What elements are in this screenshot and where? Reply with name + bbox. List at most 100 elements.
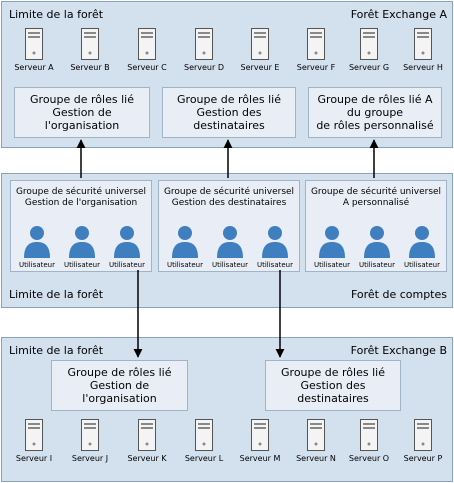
user-icon xyxy=(409,226,435,258)
user-icon xyxy=(172,226,198,258)
server-name: Serveur J xyxy=(71,454,109,463)
user-icon xyxy=(364,226,390,258)
forest-name-label: Forêt Exchange A xyxy=(350,8,447,21)
forest-exchange-b: Limite de la forêt Forêt Exchange B Grou… xyxy=(1,337,453,482)
server-icon xyxy=(195,28,213,60)
user-icon xyxy=(262,226,288,258)
server: Serveur P xyxy=(395,419,451,464)
user-icon xyxy=(319,226,345,258)
role-group-recipient-management: Groupe de rôles lié Gestion des destinat… xyxy=(265,360,401,411)
security-group-recipient-management: Groupe de sécurité universel Gestion des… xyxy=(158,180,300,272)
server-icon xyxy=(360,419,378,451)
user: Utilisateur xyxy=(60,225,104,270)
user-label: Utilisateur xyxy=(166,261,203,269)
user-row: Utilisateur Utilisateur Utilisateur xyxy=(11,225,151,273)
forest-exchange-a: Limite de la forêt Forêt Exchange A Serv… xyxy=(1,1,453,148)
server-name: Serveur A xyxy=(14,63,54,72)
user-row: Utilisateur Utilisateur Utilisateur xyxy=(159,225,299,273)
server-name: Serveur N xyxy=(296,454,336,463)
role-group-org-management: Groupe de rôles lié Gestion de l'organis… xyxy=(51,360,188,411)
server: Serveur C xyxy=(119,28,175,73)
server-icon xyxy=(195,419,213,451)
server-row: Serveur A Serveur B Serveur C Serveur D … xyxy=(2,28,452,76)
role-group-label: Groupe de rôles lié Gestion de l'organis… xyxy=(30,93,134,132)
server-name: Serveur K xyxy=(127,454,167,463)
user: Utilisateur xyxy=(15,225,59,270)
user-label: Utilisateur xyxy=(403,261,440,269)
user-label: Utilisateur xyxy=(313,261,350,269)
user: Utilisateur xyxy=(253,225,297,270)
user-label: Utilisateur xyxy=(211,261,248,269)
user-label: Utilisateur xyxy=(18,261,55,269)
server: Serveur I xyxy=(6,419,62,464)
server-icon xyxy=(251,419,269,451)
server-icon xyxy=(307,28,325,60)
user-label: Utilisateur xyxy=(108,261,145,269)
role-group-label: Groupe de rôles lié Gestion des destinat… xyxy=(177,93,281,132)
security-group-label: Groupe de sécurité universel A personnal… xyxy=(310,187,442,208)
forest-boundary-label: Limite de la forêt xyxy=(9,8,104,21)
server: Serveur D xyxy=(176,28,232,73)
user-label: Utilisateur xyxy=(63,261,100,269)
server-icon xyxy=(81,28,99,60)
server: Serveur H xyxy=(395,28,451,73)
role-group-org-management: Groupe de rôles lié Gestion de l'organis… xyxy=(14,87,150,138)
role-group-custom-a: Groupe de rôles lié A du groupe de rôles… xyxy=(308,87,442,138)
forest-boundary-label: Limite de la forêt xyxy=(9,344,104,357)
role-group-recipient-management: Groupe de rôles lié Gestion des destinat… xyxy=(162,87,296,138)
server: Serveur E xyxy=(232,28,288,73)
server-name: Serveur L xyxy=(184,454,224,463)
user-icon xyxy=(24,226,50,258)
server-icon xyxy=(360,28,378,60)
server-name: Serveur I xyxy=(15,454,53,463)
server: Serveur L xyxy=(176,419,232,464)
server-icon xyxy=(25,419,43,451)
user: Utilisateur xyxy=(208,225,252,270)
security-group-label: Groupe de sécurité universel Gestion de … xyxy=(15,187,147,208)
server-name: Serveur O xyxy=(348,454,390,463)
forest-accounts: Groupe de sécurité universel Gestion de … xyxy=(1,173,453,308)
role-group-label: Groupe de rôles lié A du groupe de rôles… xyxy=(316,93,434,132)
user-label: Utilisateur xyxy=(358,261,395,269)
server: Serveur G xyxy=(341,28,397,73)
user-icon xyxy=(114,226,140,258)
user-row: Utilisateur Utilisateur Utilisateur xyxy=(306,225,446,273)
server-name: Serveur H xyxy=(403,63,443,72)
security-group-org-management: Groupe de sécurité universel Gestion de … xyxy=(10,180,152,272)
security-group-custom-a: Groupe de sécurité universel A personnal… xyxy=(305,180,447,272)
server-name: Serveur E xyxy=(240,63,280,72)
forest-boundary-label: Limite de la forêt xyxy=(9,288,104,301)
server: Serveur K xyxy=(119,419,175,464)
security-group-label: Groupe de sécurité universel Gestion des… xyxy=(163,187,295,208)
server: Serveur M xyxy=(232,419,288,464)
role-group-label: Groupe de rôles lié Gestion de l'organis… xyxy=(67,366,172,405)
server-icon xyxy=(251,28,269,60)
server-name: Serveur M xyxy=(239,454,281,463)
server-name: Serveur D xyxy=(183,63,224,72)
user: Utilisateur xyxy=(105,225,149,270)
server-name: Serveur P xyxy=(403,454,443,463)
forest-name-label: Forêt de comptes xyxy=(350,288,447,301)
server-row: Serveur I Serveur J Serveur K Serveur L … xyxy=(2,419,452,467)
server: Serveur F xyxy=(288,28,344,73)
server-icon xyxy=(414,419,432,451)
user: Utilisateur xyxy=(310,225,354,270)
server: Serveur B xyxy=(62,28,118,73)
server-icon xyxy=(307,419,325,451)
server-icon xyxy=(414,28,432,60)
server-name: Serveur B xyxy=(70,63,110,72)
server-name: Serveur G xyxy=(348,63,390,72)
server: Serveur J xyxy=(62,419,118,464)
user: Utilisateur xyxy=(355,225,399,270)
user: Utilisateur xyxy=(400,225,444,270)
server-icon xyxy=(81,419,99,451)
user-label: Utilisateur xyxy=(256,261,293,269)
server: Serveur O xyxy=(341,419,397,464)
server-icon xyxy=(138,419,156,451)
user-icon xyxy=(69,226,95,258)
server-icon xyxy=(25,28,43,60)
server-name: Serveur C xyxy=(127,63,167,72)
server: Serveur A xyxy=(6,28,62,73)
forest-name-label: Forêt Exchange B xyxy=(350,344,447,357)
user-icon xyxy=(217,226,243,258)
